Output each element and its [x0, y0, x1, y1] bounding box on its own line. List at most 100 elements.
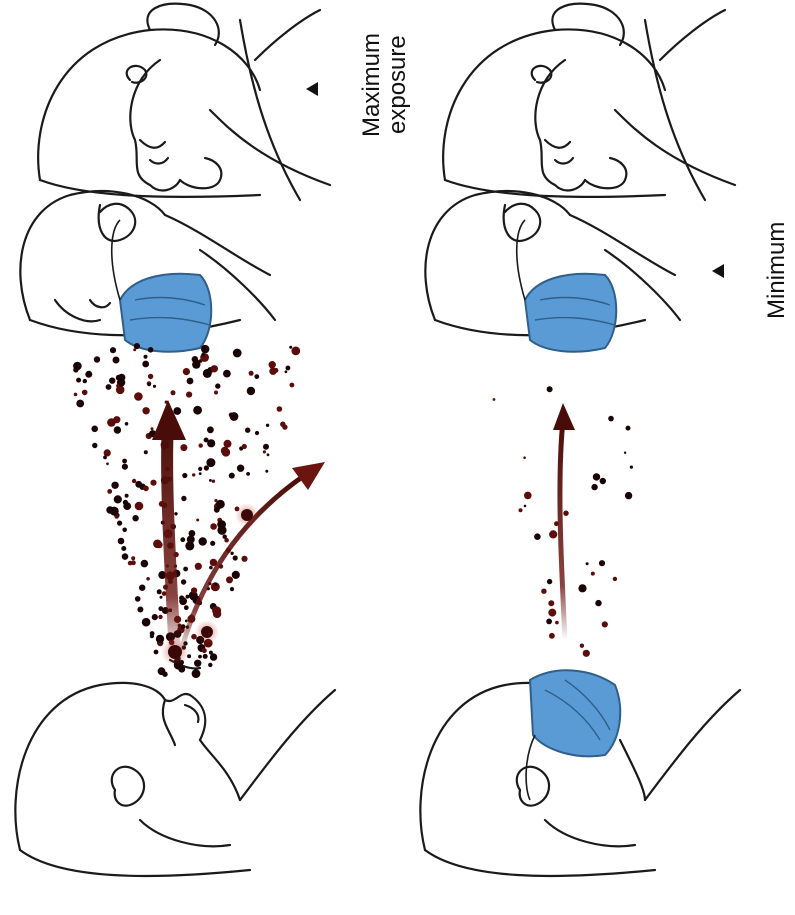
droplet-icon — [148, 374, 153, 379]
droplet-icon — [608, 416, 614, 422]
droplet-icon — [123, 502, 131, 510]
droplet-icon — [192, 360, 200, 368]
droplet-icon — [104, 449, 111, 456]
droplet-icon — [630, 466, 633, 469]
droplet-icon — [282, 424, 287, 429]
triangle-marker-icon — [306, 82, 318, 96]
droplet-icon — [237, 465, 244, 472]
droplet-icon — [591, 484, 597, 490]
droplet-icon — [142, 407, 149, 414]
droplet-icon — [184, 605, 189, 610]
droplet-icon — [107, 489, 112, 494]
droplet-icon — [82, 390, 88, 396]
droplet-icon — [152, 614, 158, 620]
droplet-icon — [210, 541, 215, 546]
droplet-icon — [110, 507, 119, 516]
droplet-icon — [229, 413, 234, 418]
droplet-icon — [144, 355, 148, 359]
label-line-2: exposure — [384, 35, 411, 134]
droplet-icon — [563, 511, 568, 516]
droplet-icon — [144, 450, 148, 454]
droplet-icon — [214, 583, 217, 586]
droplet-icon — [217, 526, 226, 535]
droplet-icon — [135, 596, 141, 602]
droplet-icon — [85, 371, 92, 378]
droplet-icon — [209, 651, 213, 655]
droplet-icon — [211, 365, 218, 372]
droplet-icon — [202, 648, 207, 653]
droplet-icon — [94, 356, 100, 362]
droplet-icon — [191, 587, 197, 593]
droplet-icon — [76, 378, 81, 383]
droplet-icon — [593, 473, 600, 480]
droplet-icon — [181, 579, 186, 584]
droplet-icon — [195, 563, 202, 570]
droplet-icon — [599, 560, 605, 566]
droplet-icon — [131, 560, 136, 565]
droplet-icon — [187, 378, 194, 385]
droplet-icon — [154, 650, 159, 655]
droplet-icon — [265, 470, 268, 473]
droplet-icon — [291, 347, 300, 356]
droplet-icon — [171, 390, 176, 395]
droplet-icon — [201, 353, 205, 357]
droplet-icon — [198, 467, 202, 471]
person-icon — [443, 4, 735, 200]
droplet-icon — [541, 589, 546, 594]
droplet-icon — [162, 672, 167, 677]
droplet-icon — [212, 480, 215, 483]
droplet-icon — [121, 546, 126, 551]
droplet-icon — [109, 378, 115, 384]
droplet-icon — [209, 566, 213, 570]
droplet-icon — [133, 348, 136, 351]
droplet-icon — [199, 537, 207, 545]
triangle-marker-icon — [712, 264, 724, 278]
droplet-icon — [139, 585, 145, 591]
droplet-icon — [83, 379, 87, 383]
droplet-icon — [132, 479, 136, 483]
droplet-icon — [208, 663, 212, 667]
droplet-icon — [600, 478, 606, 484]
droplet-icon — [76, 400, 84, 408]
label-line-1: Maximum — [358, 33, 385, 137]
droplet-icon — [199, 443, 203, 447]
droplet-icon — [223, 535, 227, 539]
droplet-icon — [183, 368, 190, 375]
droplet-icon — [249, 371, 254, 376]
droplet-icon — [183, 567, 188, 572]
droplet-icon — [132, 515, 138, 521]
droplet-icon — [613, 577, 617, 581]
droplet-icon — [233, 349, 242, 358]
droplet-icon — [185, 620, 188, 623]
droplet-icon — [173, 407, 181, 415]
droplet-icon — [192, 669, 201, 678]
droplet-icon — [181, 496, 186, 501]
droplet-icon — [246, 472, 250, 476]
droplet-icon — [523, 456, 526, 459]
droplet-icon — [153, 385, 156, 388]
droplet-icon — [131, 556, 135, 560]
droplet-icon — [583, 650, 590, 657]
droplet-icon — [199, 472, 202, 475]
droplet-icon — [624, 452, 626, 454]
droplet-icon — [142, 361, 149, 368]
droplet-icon — [180, 444, 187, 451]
droplet-icon — [578, 584, 586, 592]
droplet-icon — [201, 345, 209, 353]
droplet-icon — [194, 660, 201, 667]
droplet-icon — [519, 508, 523, 512]
droplet-icon — [103, 456, 107, 460]
droplet-icon — [106, 462, 109, 465]
droplet-icon — [113, 416, 120, 423]
droplet-icon — [147, 383, 151, 387]
droplet-icon — [286, 366, 291, 371]
face-mask-icon — [526, 670, 620, 800]
exposure-label-maximum: Maximum exposure — [333, 22, 411, 147]
droplet-icon — [150, 631, 155, 636]
droplet-icon — [595, 600, 601, 606]
droplet-icon — [210, 523, 217, 530]
droplet-icon — [114, 426, 121, 433]
droplet-icon — [186, 392, 192, 398]
droplet-icon — [142, 618, 151, 627]
droplet-icon — [113, 357, 120, 364]
